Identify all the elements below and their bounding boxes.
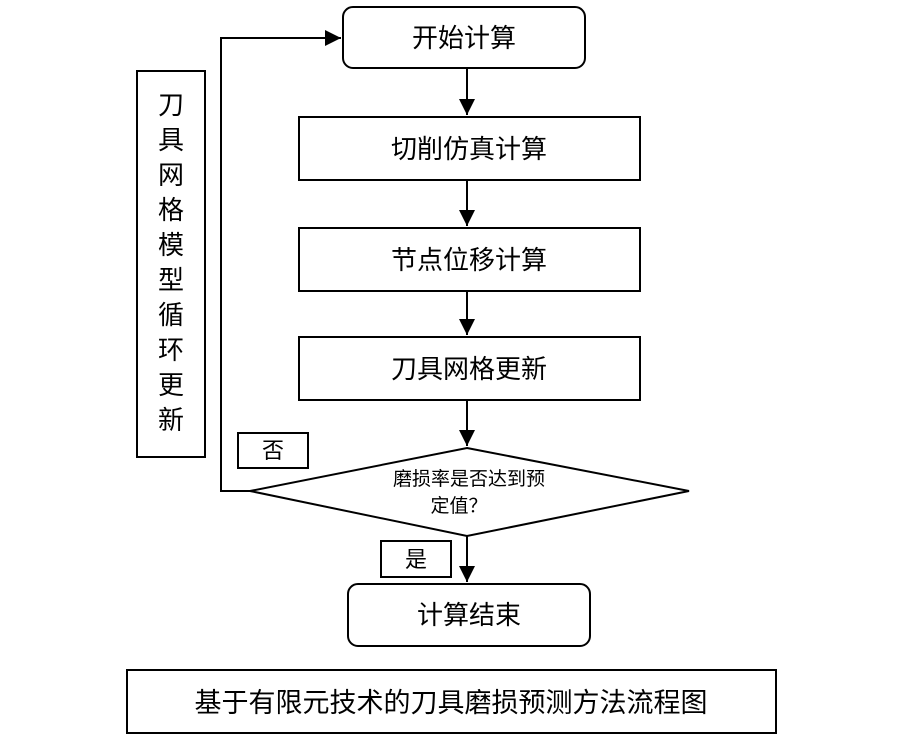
side-label-char: 循 xyxy=(158,301,184,331)
side-label-char: 具 xyxy=(158,126,184,156)
cutting-simulation-label: 切削仿真计算 xyxy=(391,135,547,165)
start-node-label: 开始计算 xyxy=(412,24,516,54)
node-displacement-label: 节点位移计算 xyxy=(391,246,547,276)
mesh-update-label: 刀具网格更新 xyxy=(391,355,547,385)
side-label-box: 刀 具 网 格 模 型 循 环 更 新 xyxy=(136,70,206,458)
side-label-char: 新 xyxy=(158,406,184,436)
decision-label-line2: 定值？ xyxy=(430,495,487,517)
start-node: 开始计算 xyxy=(342,6,586,69)
wear-rate-decision: 磨损率是否达到预 定值？ xyxy=(249,446,690,538)
side-label-char: 模 xyxy=(158,231,184,261)
yes-label-box: 是 xyxy=(380,540,452,578)
no-label: 否 xyxy=(262,439,284,464)
no-label-box: 否 xyxy=(237,432,309,469)
side-label-char: 格 xyxy=(158,196,184,226)
loop-back-arrow xyxy=(220,30,341,492)
caption-box: 基于有限元技术的刀具磨损预测方法流程图 xyxy=(126,669,777,734)
decision-label-line1: 磨损率是否达到预 xyxy=(393,468,545,490)
cutting-simulation-node: 切削仿真计算 xyxy=(298,116,641,181)
mesh-update-node: 刀具网格更新 xyxy=(298,336,641,401)
side-label-char: 环 xyxy=(158,336,184,366)
side-label-char: 型 xyxy=(158,266,184,296)
end-node: 计算结束 xyxy=(347,583,591,647)
yes-label: 是 xyxy=(405,548,427,573)
node-displacement-node: 节点位移计算 xyxy=(298,227,641,292)
side-label-char: 网 xyxy=(158,161,184,191)
side-label-char: 更 xyxy=(158,371,184,401)
caption-title: 基于有限元技术的刀具磨损预测方法流程图 xyxy=(195,688,708,719)
end-node-label: 计算结束 xyxy=(417,601,521,631)
side-label-char: 刀 xyxy=(158,91,184,121)
